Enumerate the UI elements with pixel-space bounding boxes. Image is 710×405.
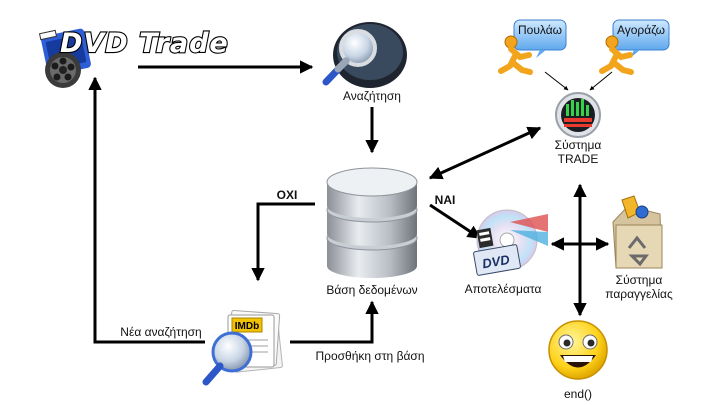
search-node[interactable]: Αναζήτηση xyxy=(322,22,407,103)
dvd-trade-node[interactable]: DVD Trade xyxy=(38,27,229,88)
results-label: Αποτελέσματα xyxy=(465,282,542,296)
order-system-label-line2: παραγγελίας xyxy=(605,287,673,301)
trade-system-node[interactable]: Σύστημα TRADE xyxy=(555,92,602,166)
buyer-node[interactable]: Αγοράζω xyxy=(599,19,670,75)
buy-bubble-text: Αγοράζω xyxy=(617,23,665,37)
yes-label: ΝΑΙ xyxy=(435,193,456,207)
search-label: Αναζήτηση xyxy=(343,89,401,103)
arrow-new-search-to-title xyxy=(88,76,205,344)
no-label: ΟΧΙ xyxy=(277,188,298,202)
seller-node[interactable]: Πουλάω xyxy=(498,19,567,75)
magnifier-icon xyxy=(322,22,407,88)
smiley-face-icon xyxy=(548,320,608,380)
connector-buyer-to-trade xyxy=(589,71,613,91)
results-node[interactable]: DVD Αποτελέσματα xyxy=(465,209,548,296)
arrow-database-no-to-imdb xyxy=(251,202,315,282)
dvd-logo-text: DVD xyxy=(481,252,511,272)
database-label: Βάση δεδομένων xyxy=(326,283,417,297)
connector-seller-to-trade xyxy=(544,71,569,91)
end-node[interactable]: end() xyxy=(548,320,608,401)
speech-bubble-icon xyxy=(612,19,670,58)
arrow-imdb-add-to-database xyxy=(290,300,379,344)
imdb-document-magnifier-icon xyxy=(202,310,283,386)
speech-bubble-icon xyxy=(513,19,567,58)
arrow-database-trade xyxy=(428,126,542,180)
new-search-label: Νέα αναζήτηση xyxy=(120,325,201,339)
arrows xyxy=(88,60,610,344)
order-system-node[interactable]: Σύστημα παραγγελίας xyxy=(605,195,673,301)
imdb-logo-text: IMDb xyxy=(235,321,259,332)
running-person-icon xyxy=(599,35,634,75)
add-to-db-label: Προσθήκη στη βάση xyxy=(315,349,424,363)
trade-system-label-line1: Σύστημα xyxy=(555,138,602,152)
dvd-disc-icon xyxy=(473,209,548,276)
equalizer-icon xyxy=(555,92,601,138)
arrow-database-yes-to-results xyxy=(429,203,482,240)
trade-system-label-line2: TRADE xyxy=(558,152,599,166)
app-title: DVD Trade xyxy=(60,28,229,59)
recycle-box-icon xyxy=(612,195,663,269)
order-system-label-line1: Σύστημα xyxy=(616,273,663,287)
database-node[interactable]: Βάση δεδομένων xyxy=(326,167,418,297)
imdb-node[interactable]: IMDb xyxy=(202,310,283,386)
film-reel-icon xyxy=(38,28,91,88)
sell-bubble-text: Πουλάω xyxy=(518,23,562,37)
running-person-icon xyxy=(498,35,533,75)
database-icon xyxy=(326,167,418,278)
end-label: end() xyxy=(564,387,592,401)
